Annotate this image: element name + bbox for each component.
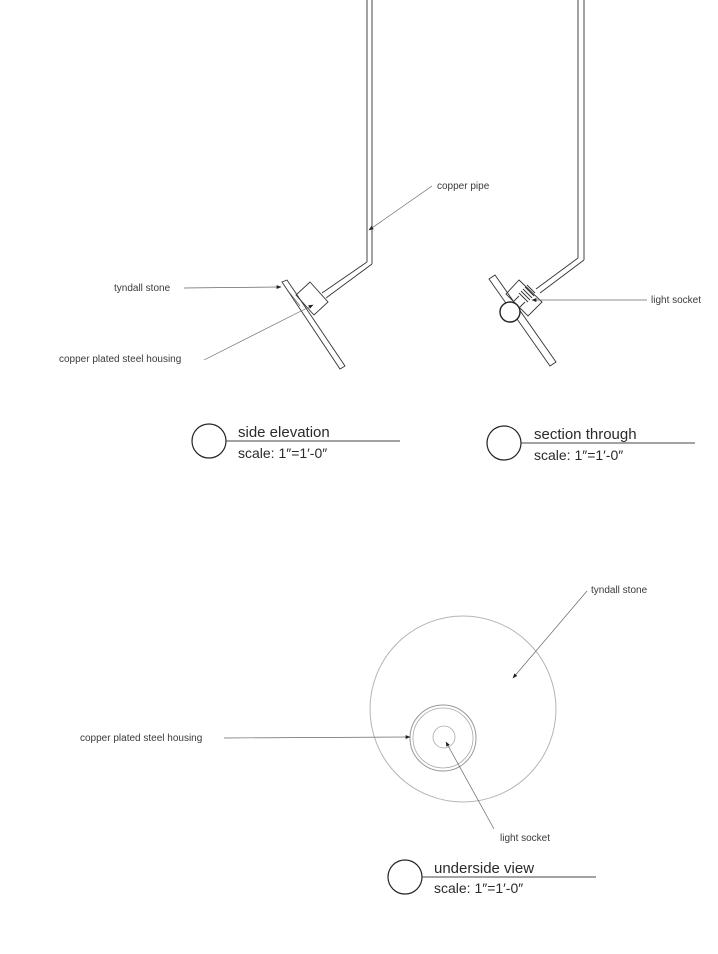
tyndall-stone-disc <box>369 615 557 803</box>
side-elevation-drawing <box>281 0 373 370</box>
section-through-drawing <box>488 0 585 367</box>
leader-tyndall-stone-underside <box>512 590 588 679</box>
bulb-neck <box>513 295 526 308</box>
housing-outer-ring <box>409 704 477 772</box>
socket-coil <box>518 284 536 303</box>
underside-view-title-block: underside view scale: 1″=1′-0″ <box>387 859 596 896</box>
leader-light-socket-underside <box>445 741 495 830</box>
leader-housing-side <box>203 304 314 361</box>
underside-view-title: underside view <box>434 860 534 877</box>
leader-housing-underside <box>223 735 411 739</box>
copper-pipe-diagonal-section <box>535 257 585 294</box>
drawing-number-circle <box>387 859 423 895</box>
copper-pipe-vertical <box>366 0 373 264</box>
section-through-scale: scale: 1″=1′-0″ <box>534 447 623 463</box>
light-socket-circle <box>432 725 456 749</box>
steel-housing-box <box>295 281 329 316</box>
drawing-number-circle <box>191 423 227 459</box>
underside-view-scale: scale: 1″=1′-0″ <box>434 880 523 896</box>
section-through-title-block: section through scale: 1″=1′-0″ <box>486 425 695 463</box>
housing-inner-ring <box>412 707 474 769</box>
leader-tyndall-stone-side <box>183 285 282 290</box>
leader-copper-pipe <box>368 185 433 231</box>
label-light-socket-underside: light socket <box>500 833 550 844</box>
section-through-title: section through <box>534 426 637 443</box>
label-housing-underside: copper plated steel housing <box>80 733 202 744</box>
stone-edge-line <box>288 291 301 307</box>
section-tyndall-stone <box>488 274 557 367</box>
section-housing-box <box>505 279 543 317</box>
label-tyndall-stone-underside: tyndall stone <box>591 585 648 596</box>
copper-pipe-diagonal <box>321 261 373 299</box>
light-bulb <box>499 301 521 323</box>
label-light-socket-section: light socket <box>651 295 701 306</box>
label-copper-pipe: copper pipe <box>437 181 490 192</box>
side-elevation-scale: scale: 1″=1′-0″ <box>238 445 327 461</box>
underside-view-drawing <box>369 615 557 803</box>
label-housing-side: copper plated steel housing <box>59 354 181 365</box>
copper-pipe-vertical-section <box>577 0 585 260</box>
side-elevation-title-block: side elevation scale: 1″=1′-0″ <box>191 423 400 461</box>
side-elevation-title: side elevation <box>238 424 330 441</box>
drawing-number-circle <box>486 425 522 461</box>
tyndall-stone-slab <box>281 279 346 370</box>
label-tyndall-stone-side: tyndall stone <box>114 283 171 294</box>
